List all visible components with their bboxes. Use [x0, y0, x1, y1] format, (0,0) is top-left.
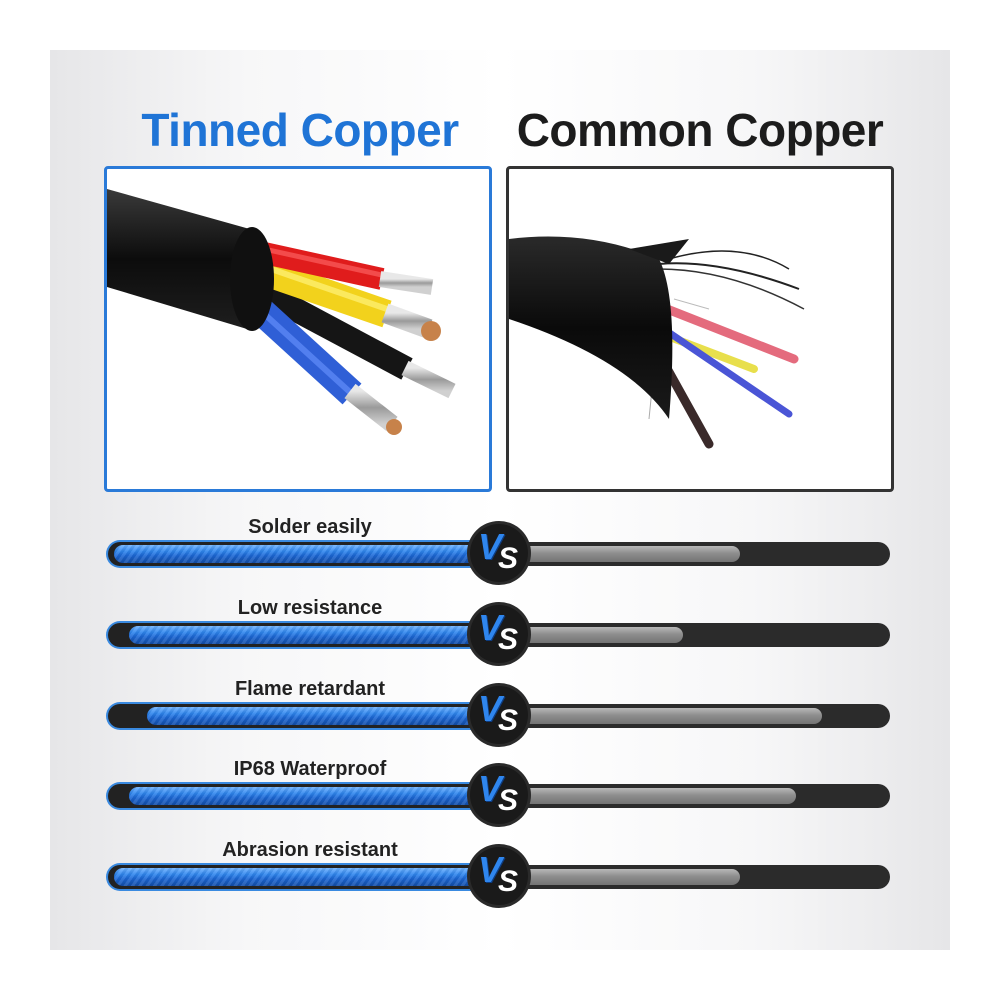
tinned-copper-bar-fill: [129, 626, 486, 644]
vs-letter-v: V: [478, 849, 503, 890]
common-copper-bar-fill: [514, 788, 796, 804]
vs-letter-s: S: [498, 865, 519, 898]
vs-badge: V S: [470, 524, 528, 582]
comparison-row-3: Flame retardant V S: [0, 677, 1000, 757]
common-copper-bar-fill: [514, 546, 740, 562]
common-copper-bar-fill: [514, 869, 740, 885]
comparison-row-1: Solder easily V S: [0, 515, 1000, 595]
vs-badge: V S: [470, 766, 528, 824]
common-copper-cable-illustration: [509, 236, 805, 449]
tinned-copper-image: [104, 166, 492, 492]
tinned-copper-bar-fill: [147, 707, 486, 725]
tinned-copper-bar-fill: [114, 545, 486, 563]
vs-letter-s: S: [498, 784, 519, 817]
vs-letter-v: V: [478, 768, 503, 809]
vs-letter-s: S: [498, 704, 519, 737]
common-copper-title: Common Copper: [516, 104, 884, 156]
tinned-copper-bar: [108, 542, 486, 566]
vs-letter-s: S: [498, 542, 519, 575]
vs-badge: V S: [470, 847, 528, 905]
common-copper-image: [506, 166, 894, 492]
tinned-copper-bar: [108, 623, 486, 647]
comparison-label: Flame retardant: [234, 678, 386, 700]
tinned-copper-title: Tinned Copper: [141, 104, 459, 156]
tinned-copper-cable-illustration: [107, 189, 456, 435]
tinned-copper-bar: [108, 865, 486, 889]
common-copper-bar-fill: [514, 708, 822, 724]
common-copper-bar: [514, 704, 890, 728]
common-copper-bar: [514, 623, 890, 647]
comparison-label: Low resistance: [237, 597, 383, 619]
vs-badge: V S: [470, 605, 528, 663]
tinned-copper-bar: [108, 704, 486, 728]
tinned-copper-bar-fill: [129, 787, 486, 805]
tinned-copper-bar-fill: [114, 868, 486, 886]
comparison-row-2: Low resistance V S: [0, 596, 1000, 676]
vs-badge: V S: [470, 686, 528, 744]
vs-letter-v: V: [478, 607, 503, 648]
vs-letter-v: V: [478, 688, 503, 729]
comparison-label: Abrasion resistant: [222, 839, 398, 861]
comparison-row-4: IP68 Waterproof V S: [0, 757, 1000, 837]
common-copper-bar: [514, 865, 890, 889]
comparison-row-5: Abrasion resistant V S: [0, 838, 1000, 918]
comparison-label: IP68 Waterproof: [233, 758, 387, 780]
vs-letter-v: V: [478, 526, 503, 567]
common-copper-bar-fill: [514, 627, 683, 643]
common-copper-bar: [514, 784, 890, 808]
tinned-copper-bar: [108, 784, 486, 808]
vs-letter-s: S: [498, 623, 519, 656]
common-copper-bar: [514, 542, 890, 566]
comparison-label: Solder easily: [248, 516, 372, 538]
